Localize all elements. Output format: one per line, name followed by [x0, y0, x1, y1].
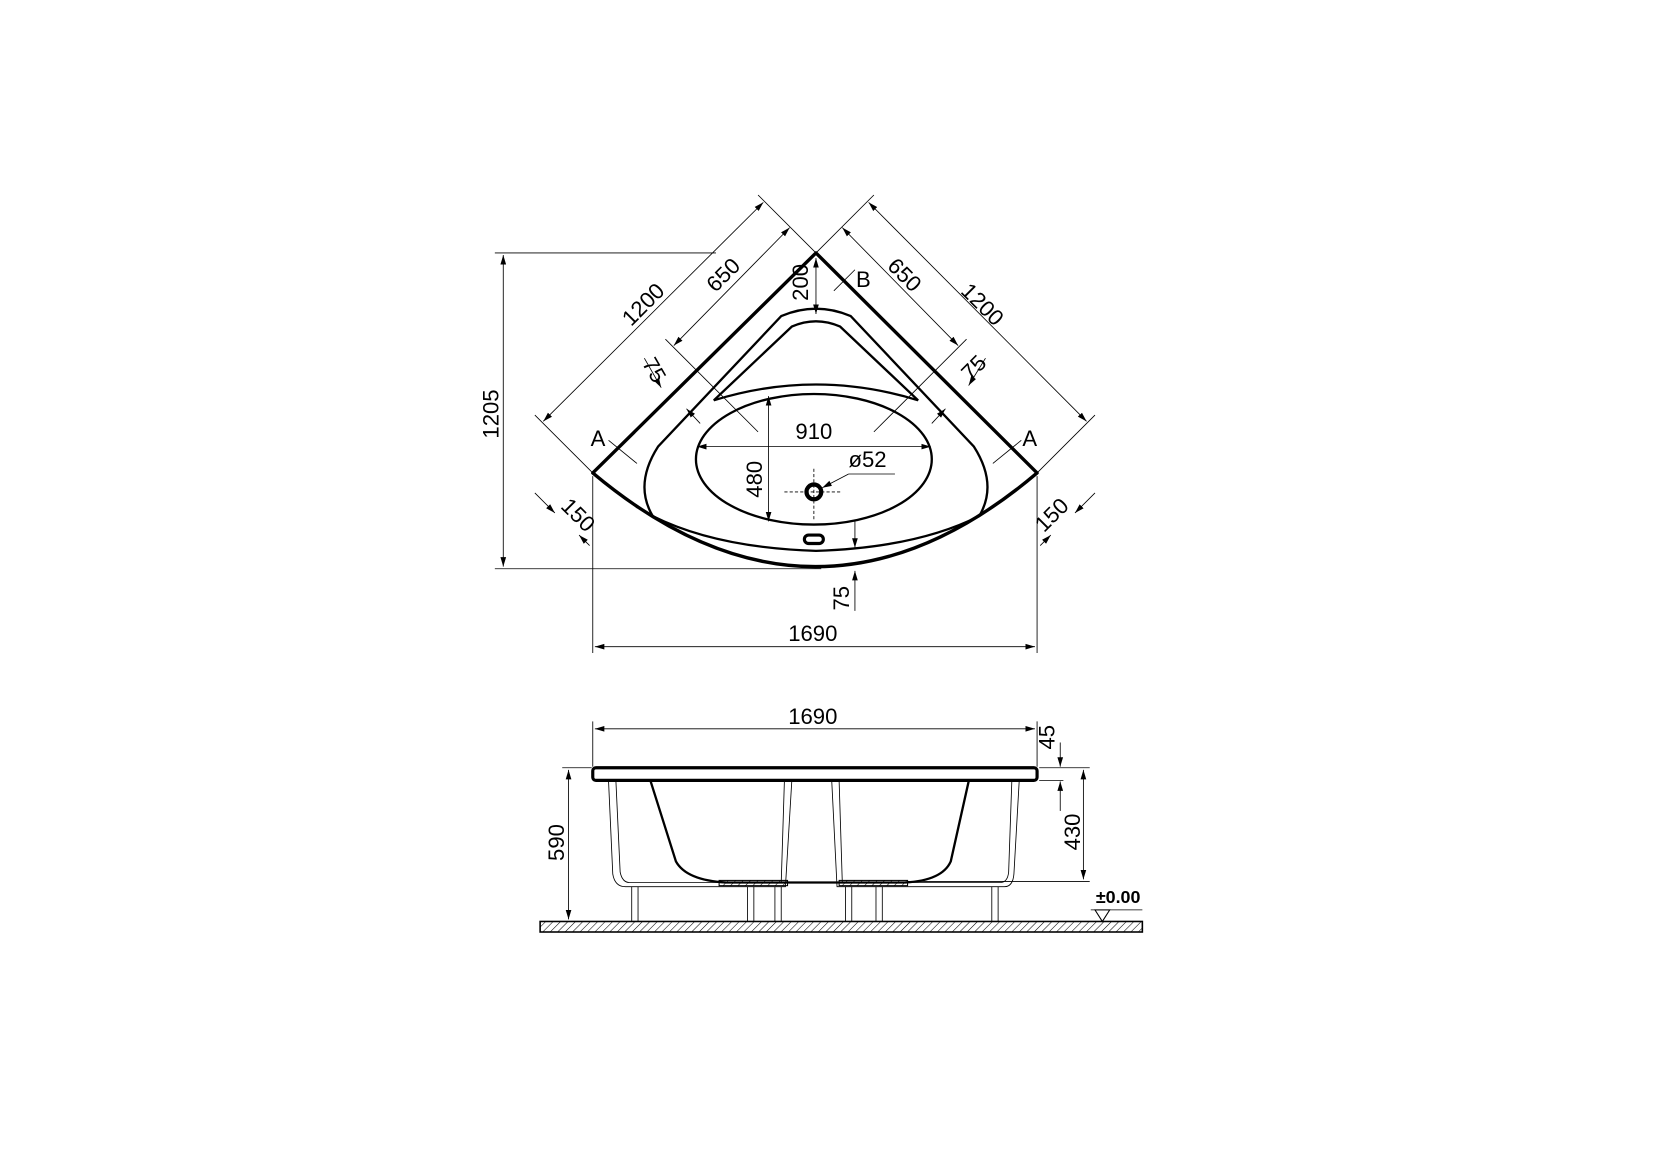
- dim-rim-thickness: 45: [1034, 725, 1059, 750]
- dim-offset-left: 650: [701, 253, 745, 297]
- section-label-b: B: [856, 267, 871, 292]
- dim-rim-bottom: 75: [829, 586, 854, 611]
- dim-corner-left: 150: [556, 493, 600, 537]
- dim-corner-right: 150: [1030, 493, 1074, 537]
- basin-oval: [694, 392, 933, 526]
- dim-drain-diameter: ø52: [849, 447, 887, 472]
- dim-offset-right: 650: [883, 253, 927, 297]
- top-view: 1205 1200 650 75 1200 650 75 200 B A A: [479, 194, 1096, 653]
- jet-plate: [838, 879, 909, 887]
- dim-basin-width: 910: [795, 419, 832, 444]
- level-marker-icon: [1094, 909, 1111, 923]
- dim-rim-top: 200: [788, 264, 813, 301]
- tub-rim: [591, 766, 1039, 782]
- seat-backrest: [713, 320, 919, 402]
- dim-basin-depth: 480: [742, 461, 767, 498]
- floor-level-label: ±0.00: [1096, 887, 1141, 907]
- dim-overall-depth: 1205: [479, 389, 504, 438]
- dim-tub-depth: 430: [1060, 814, 1085, 851]
- tub-outline: [591, 251, 1039, 569]
- dim-rim-left: 75: [637, 353, 671, 387]
- overflow-icon: [802, 533, 825, 546]
- side-view: 1690 45 430 590: [539, 704, 1144, 933]
- support-frame: [608, 781, 1020, 922]
- tub-shell: [649, 781, 970, 884]
- dim-side-left: 1200: [617, 278, 669, 330]
- dim-side-width: 1690: [788, 704, 837, 729]
- section-label-a-right: A: [1022, 426, 1037, 451]
- jet-plate: [718, 879, 789, 887]
- dim-side-right: 1200: [956, 278, 1008, 330]
- floor-hatched: [539, 920, 1144, 933]
- dim-rim-right: 75: [956, 350, 991, 385]
- dim-overall-width: 1690: [788, 621, 837, 646]
- dim-total-height: 590: [544, 824, 569, 861]
- section-label-a-left: A: [591, 426, 606, 451]
